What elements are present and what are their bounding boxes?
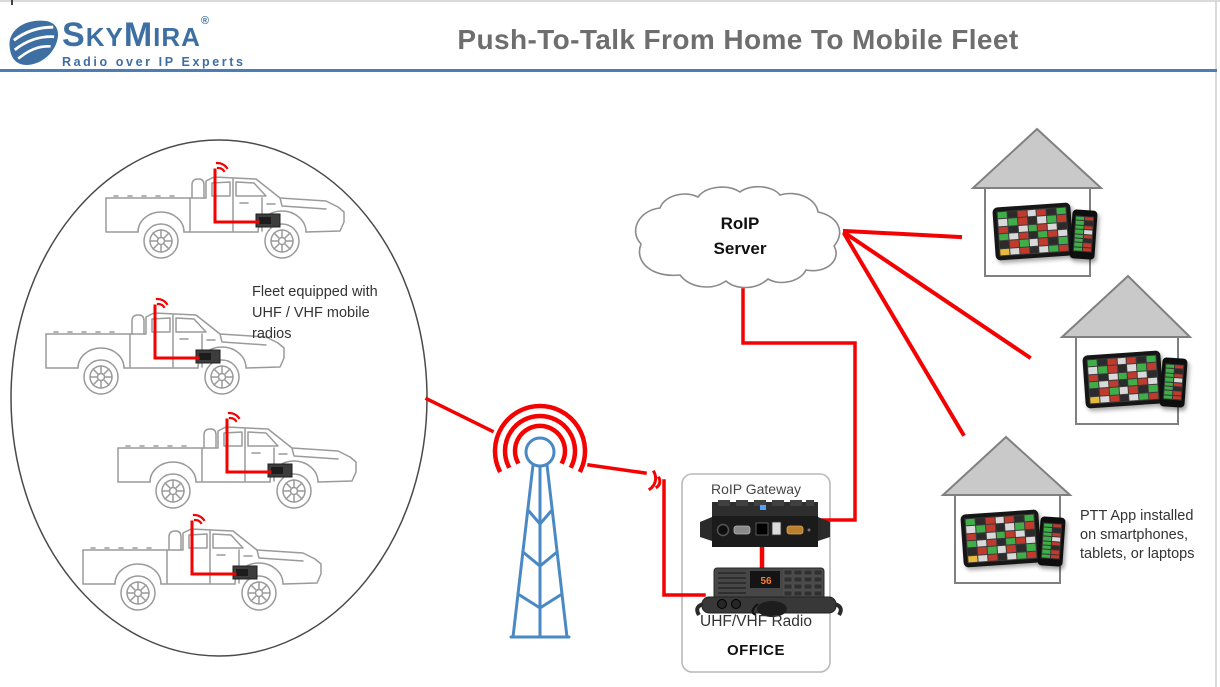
line-cloud-to-house-1 xyxy=(842,228,963,240)
line-wifi-to-radio xyxy=(662,479,706,597)
window-top-edge xyxy=(0,0,1220,2)
line-fleet-to-tower xyxy=(424,396,495,434)
pickup-truck-4 xyxy=(81,513,323,612)
roip-server-cloud xyxy=(634,185,841,289)
ptt-app-caption: PTT App installed on smartphones, tablet… xyxy=(1080,508,1195,562)
gateway-wifi-icon-outer xyxy=(647,469,658,492)
ptt-devices-house-3 xyxy=(960,509,1066,572)
roip-gateway-device xyxy=(700,500,830,547)
line-cloud-to-house-2 xyxy=(842,230,1032,360)
registered-mark: ® xyxy=(200,15,210,27)
radio-display-value: 56 xyxy=(760,576,772,587)
brand-tagline: Radio over IP Experts xyxy=(62,55,246,69)
tower-broadcast-waves-icon xyxy=(492,403,588,473)
connection-lines xyxy=(424,228,1032,597)
tablet-ptt-app-image xyxy=(1082,350,1164,409)
gateway-wifi-icon xyxy=(654,475,662,490)
pickup-truck-2 xyxy=(44,297,286,396)
page-right-edge xyxy=(1215,2,1217,687)
roip-server-label: RoIP Server xyxy=(713,214,767,258)
line-cloud-to-house-3 xyxy=(842,232,966,437)
radio-tower xyxy=(509,436,571,639)
ptt-devices-house-2 xyxy=(1082,350,1188,413)
fleet-boundary-ellipse xyxy=(10,139,428,657)
smartphone-ptt-app-image xyxy=(1159,357,1188,408)
pickup-truck-1 xyxy=(104,161,346,260)
header-divider xyxy=(0,69,1217,72)
tablet-ptt-app-image xyxy=(960,509,1042,568)
roip-gateway-label: RoIP Gateway xyxy=(710,481,801,497)
smartphone-ptt-app-image xyxy=(1069,209,1098,260)
line-cloud-to-gateway xyxy=(741,288,857,522)
ptt-devices-house-1 xyxy=(992,202,1098,265)
brand-name: SKYMIRA® xyxy=(62,15,210,54)
tablet-ptt-app-image xyxy=(992,202,1074,261)
line-tower-to-gateway-wifi xyxy=(587,463,647,475)
page-title: Push-To-Talk From Home To Mobile Fleet xyxy=(457,24,1019,55)
office-label: OFFICE xyxy=(727,642,785,659)
uhf-vhf-radio-device: 56 xyxy=(695,567,843,617)
uhf-vhf-radio-label: UHF/VHF Radio xyxy=(700,613,812,630)
skymira-swoosh-icon xyxy=(9,20,59,65)
skymira-logo: SKYMIRA® Radio over IP Experts xyxy=(6,8,246,70)
fleet-caption: Fleet equipped with UHF / VHF mobile rad… xyxy=(252,284,378,342)
pickup-truck-3 xyxy=(116,411,358,510)
smartphone-ptt-app-image xyxy=(1037,516,1066,567)
corner-artifact xyxy=(11,0,13,5)
